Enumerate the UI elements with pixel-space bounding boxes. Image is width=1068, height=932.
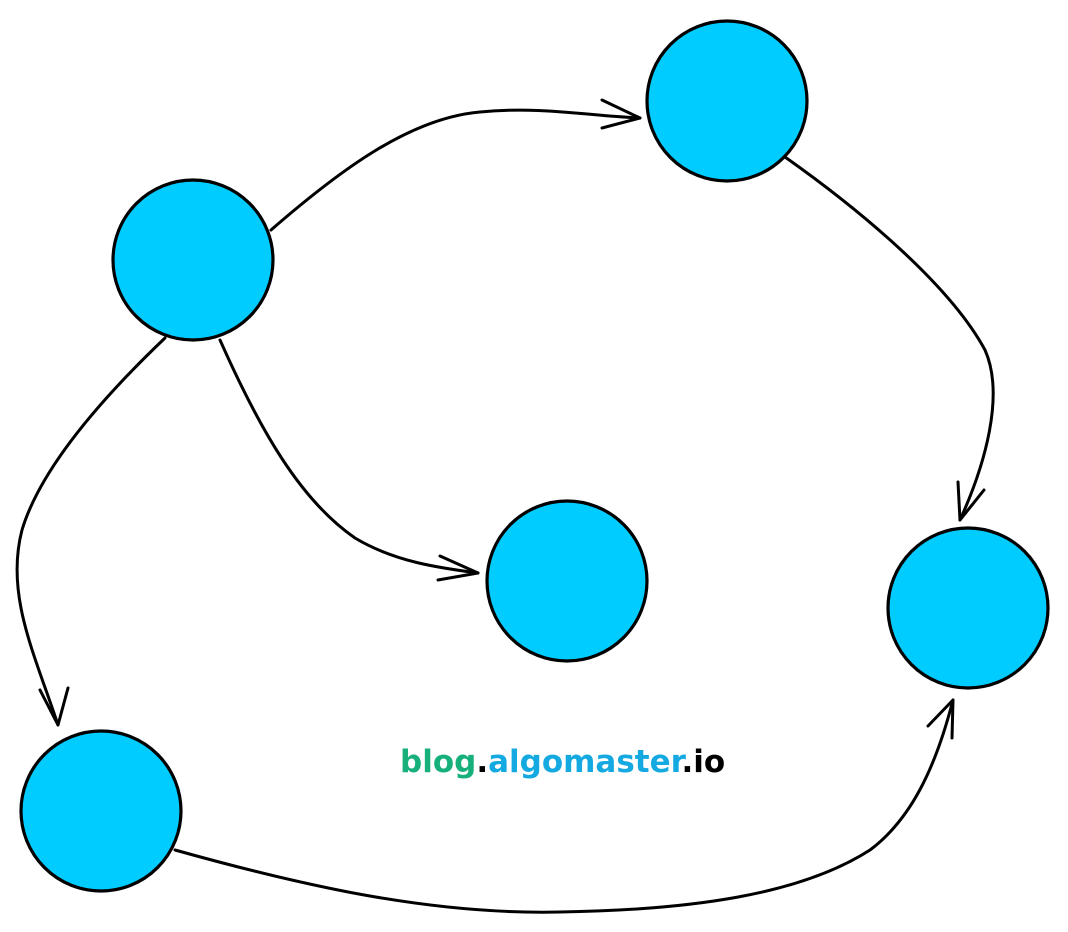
watermark-blog: blog: [400, 744, 476, 780]
node-b: [645, 19, 809, 183]
edge-b-d: [783, 155, 995, 522]
watermark-algomaster: algomaster: [488, 744, 687, 780]
edge-e-d: [173, 698, 955, 914]
node-a: [111, 178, 275, 342]
arrowhead-a-e: [38, 686, 70, 727]
arrowhead-e-d: [926, 698, 955, 740]
watermark-text: blog.algomaster.io: [400, 744, 725, 780]
watermark-io: io: [693, 744, 725, 780]
edge-a-b: [269, 108, 642, 232]
arrowhead-b-d: [956, 480, 986, 522]
watermark-dot-1: .: [476, 744, 488, 780]
edges: [15, 98, 995, 914]
arrowhead-a-b: [600, 98, 642, 130]
node-e: [19, 729, 183, 893]
watermark-dot-2: .: [682, 744, 694, 780]
node-d: [886, 526, 1050, 690]
edge-a-c: [218, 338, 480, 575]
edge-a-e: [15, 336, 167, 727]
node-c: [485, 499, 649, 663]
arrowhead-a-c: [436, 554, 480, 582]
nodes: [19, 19, 1050, 893]
